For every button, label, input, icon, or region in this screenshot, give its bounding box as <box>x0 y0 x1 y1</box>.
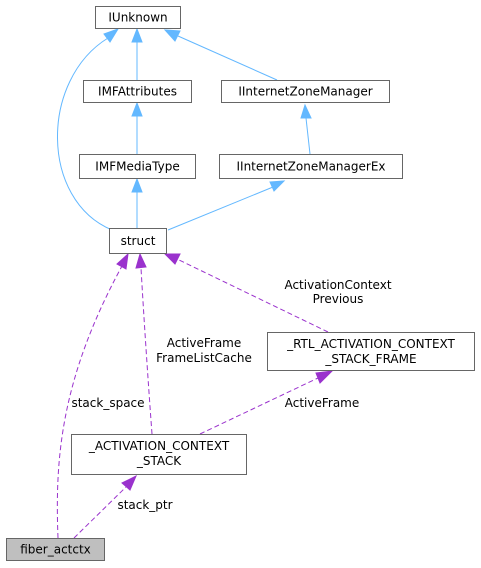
edge-izmex-izm <box>305 117 311 155</box>
label-active-frame: ActiveFrame <box>285 396 360 410</box>
node-label: IMFMediaType <box>95 160 179 174</box>
edge-actstack-rtlframe <box>199 377 319 435</box>
edge-actstack-struct <box>140 267 153 435</box>
node-iinternetzonemanager[interactable]: IInternetZoneManager <box>221 80 390 103</box>
node-imfmediatype[interactable]: IMFMediaType <box>79 154 196 179</box>
arrowhead-icon <box>315 370 334 384</box>
node-label: fiber_actctx <box>20 543 91 557</box>
node-label: IUnknown <box>108 11 167 25</box>
arrowhead-icon <box>163 253 181 265</box>
node-label-line2: _STACK_FRAME <box>324 352 416 366</box>
node-label-line1: _RTL_ACTIVATION_CONTEXT <box>286 337 455 351</box>
label-stack-ptr: stack_ptr <box>117 498 172 512</box>
edge-fiber-struct <box>56 265 123 539</box>
node-imfattributes[interactable]: IMFAttributes <box>83 80 192 103</box>
node-label: struct <box>121 234 156 248</box>
edge-fiber-actstack <box>73 485 128 539</box>
edge-struct-izmex <box>167 186 274 231</box>
arrowhead-icon <box>300 103 312 119</box>
arrowhead-icon <box>103 28 120 43</box>
node-iunknown[interactable]: IUnknown <box>95 6 181 29</box>
edge-izm-iunknown <box>177 35 278 81</box>
node-label-line1: _ACTIVATION_CONTEXT <box>88 439 230 453</box>
node-label-line2: _STACK <box>136 454 182 468</box>
arrowhead-icon <box>121 474 137 491</box>
node-label: IInternetZoneManagerEx <box>236 160 385 174</box>
node-activation-context-stack[interactable]: _ACTIVATION_CONTEXT _STACK <box>71 434 247 475</box>
label-active-frame-cache: ActiveFrame <box>167 336 242 350</box>
edge-struct-iunknown <box>57 37 113 231</box>
node-label: IMFAttributes <box>98 85 177 99</box>
arrowhead-icon <box>131 27 143 43</box>
arrowhead-icon <box>163 29 181 42</box>
arrowhead-icon <box>269 180 286 192</box>
edge-rtlframe-struct <box>176 258 329 333</box>
usage-edges <box>56 252 334 539</box>
label-stack-space: stack_space <box>71 396 144 410</box>
arrowhead-icon <box>116 252 129 270</box>
node-struct[interactable]: struct <box>109 228 167 254</box>
arrowhead-icon <box>131 101 143 117</box>
inheritance-edges <box>57 27 312 231</box>
edge-labels: ActivationContext Previous ActiveFrame F… <box>71 278 391 512</box>
node-label: IInternetZoneManager <box>238 85 372 99</box>
label-previous: Previous <box>313 292 364 306</box>
arrowhead-icon <box>135 252 147 269</box>
node-iinternetzonemanagerex[interactable]: IInternetZoneManagerEx <box>219 154 403 179</box>
node-fiber-actctx[interactable]: fiber_actctx <box>6 538 105 561</box>
label-frame-list-cache: FrameListCache <box>156 351 252 365</box>
node-rtl-activation-context-stack-frame[interactable]: _RTL_ACTIVATION_CONTEXT _STACK_FRAME <box>267 332 475 371</box>
label-activation-context: ActivationContext <box>284 278 391 292</box>
arrowhead-icon <box>131 177 143 193</box>
